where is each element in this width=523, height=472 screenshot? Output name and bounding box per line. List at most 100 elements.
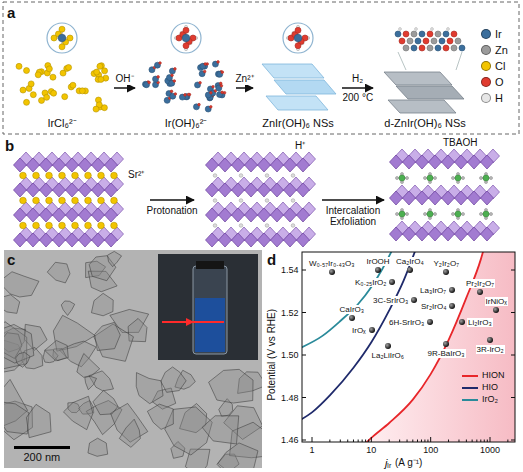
- polarization-chart-part: [368, 440, 369, 443]
- polarization-chart-part: [353, 440, 354, 443]
- defective-nanosheets-part: [415, 28, 418, 31]
- hydroxide-dots-part: [171, 74, 174, 77]
- hydroxide-dots-part: [200, 63, 206, 69]
- step-label: Intercalation Exfoliation: [322, 205, 384, 228]
- hydroxide-dots-part: [188, 93, 191, 96]
- legend-item: O: [481, 75, 504, 89]
- exfoliated-perovskite-part: [462, 177, 465, 180]
- polarization-chart-part: [407, 440, 408, 443]
- defective-nanosheets-part: [419, 45, 425, 51]
- exfoliated-perovskite-part: [390, 155, 403, 169]
- hydroxide-dots-part: [164, 97, 170, 103]
- exfoliated-perovskite-part: [399, 211, 405, 217]
- layered-perovskite-part: [92, 158, 105, 172]
- hydroxide-dots-part: [182, 34, 190, 42]
- panel-b-art: [14, 149, 500, 247]
- hydroxide-dots-part: [205, 106, 211, 112]
- layered-perovskite-part: [53, 208, 66, 222]
- protonated-perovskite-part: [284, 208, 297, 222]
- layered-perovskite-part: [59, 197, 66, 204]
- panel-letter: a: [7, 4, 15, 21]
- catalyst-point-part: [375, 267, 381, 273]
- polarization-chart-part: [511, 355, 515, 356]
- polarization-chart-part: [358, 440, 359, 443]
- precursor-dots-part: [35, 72, 41, 78]
- hydroxide-dots-part: [220, 85, 223, 88]
- layered-perovskite-part: [33, 222, 40, 229]
- layered-perovskite-part: [33, 172, 40, 179]
- catalyst-label: Pr₂Ir₂O₇: [465, 279, 495, 288]
- hydroxide-dots-part: [169, 80, 175, 86]
- legend-label: O: [495, 76, 504, 88]
- exfoliated-perovskite-part: [480, 177, 483, 180]
- exfoliated-perovskite-part: [452, 213, 455, 216]
- defective-nanosheets-part: [399, 28, 402, 31]
- exfoliated-perovskite-part: [429, 227, 442, 241]
- layered-perovskite-part: [98, 197, 105, 204]
- protonated-perovskite-part: [265, 174, 269, 178]
- tem-image-part: [4, 250, 262, 468]
- protonated-perovskite-part: [206, 208, 219, 222]
- hydroxide-dots-part: [212, 85, 215, 88]
- layered-perovskite: [14, 152, 124, 247]
- tem-sheets-part: [95, 322, 121, 350]
- layered-perovskite-part: [20, 197, 27, 204]
- tick-label: 1.46: [281, 435, 299, 445]
- catalyst-point-part: [369, 327, 375, 333]
- protonated-perovskite-part: [258, 208, 271, 222]
- polarization-chart-part: [511, 270, 515, 271]
- hydroxide-dots-part: [183, 27, 189, 33]
- protonated-perovskite-part: [284, 183, 297, 197]
- exfoliated-perovskite-part: [403, 191, 416, 205]
- layered-perovskite-part: [92, 183, 105, 197]
- tick-label: 100: [423, 445, 438, 455]
- protonated-perovskite-part: [284, 233, 297, 247]
- protonated-perovskite-part: [271, 183, 284, 197]
- polarization-chart-part: [302, 440, 306, 441]
- polarization-chart-part: [312, 437, 313, 442]
- legend-item: Zn: [481, 43, 508, 57]
- protonated-perovskite-part: [245, 158, 258, 172]
- hydroxide-dots-part: [153, 76, 159, 82]
- tem-sheets-part: [93, 390, 118, 414]
- tem-image: [0, 250, 271, 472]
- defective-nanosheets-part: [411, 31, 417, 37]
- layered-perovskite-part: [92, 208, 105, 222]
- precursor-dots-part: [58, 34, 66, 42]
- protonated-perovskite-part: [297, 208, 310, 222]
- polarization-chart-part: [480, 440, 481, 443]
- protonated-perovskite-part: [271, 233, 284, 247]
- atom-swatch: [481, 93, 491, 103]
- polarization-chart-part: [484, 440, 485, 443]
- protonated-perovskite-part: [219, 208, 232, 222]
- catalyst-point-part: [449, 287, 455, 293]
- protonated-perovskite-part: [219, 233, 232, 247]
- tem-sheets-part: [26, 404, 51, 437]
- precursor-dots-part: [28, 81, 34, 87]
- tem-sheets-part: [4, 272, 39, 297]
- catalyst-label: Sr₂IrO₄: [420, 302, 447, 311]
- stage-node: IrCl₆²⁻: [12, 26, 112, 132]
- reagent-label: H₂: [351, 73, 364, 85]
- precursor-dots-part: [102, 68, 108, 74]
- hydroxide-dots-part: [174, 93, 177, 96]
- precursor-dots-part: [59, 26, 65, 32]
- exfoliated-perovskite-part: [427, 211, 433, 217]
- hydroxide-dots-part: [187, 93, 190, 96]
- defective-nanosheets-part: [403, 45, 409, 51]
- catalyst-point-part: [443, 269, 449, 275]
- axis-title: (A g⁻¹): [395, 457, 422, 469]
- exfoliated-perovskite-part: [406, 213, 409, 216]
- nanosheets-part: [295, 27, 301, 33]
- catalyst-point-part: [411, 297, 417, 303]
- defective-nanosheets-part: [403, 31, 409, 37]
- hydroxide-dots-part: [166, 75, 172, 81]
- layered-perovskite-part: [66, 208, 79, 222]
- line-swatch: [462, 399, 478, 401]
- layered-perovskite-part: [85, 197, 92, 204]
- precursor-dots-part: [46, 66, 52, 72]
- defective-nanosheets-part: [396, 86, 464, 99]
- step-arrow: [322, 199, 384, 201]
- precursor-dots-part: [62, 94, 68, 100]
